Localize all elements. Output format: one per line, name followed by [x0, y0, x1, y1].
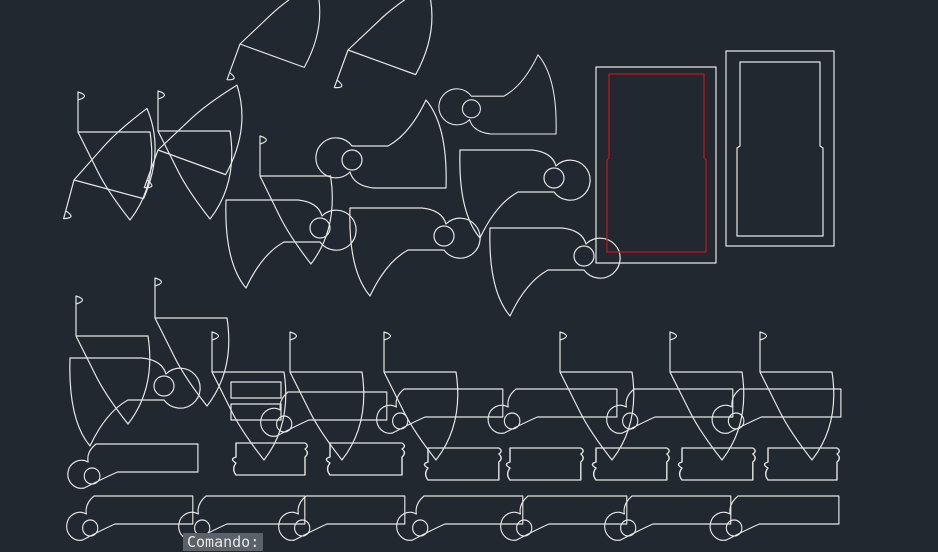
sector-part[interactable] — [289, 331, 365, 461]
bracket-part[interactable] — [487, 388, 618, 434]
bracket-part[interactable] — [66, 495, 194, 541]
sector-part[interactable] — [333, 0, 449, 114]
bracket-part[interactable] — [500, 495, 628, 541]
lug-part[interactable] — [459, 149, 591, 239]
slot-part[interactable] — [423, 447, 502, 481]
lug-part[interactable] — [225, 199, 357, 289]
bracket-part[interactable] — [711, 388, 842, 434]
bracket-part[interactable] — [67, 443, 199, 489]
sector-part[interactable] — [75, 295, 151, 425]
lug-part[interactable] — [349, 207, 481, 297]
slot-part[interactable] — [231, 442, 308, 476]
lug-part[interactable] — [69, 357, 201, 447]
slot-part[interactable] — [763, 447, 840, 481]
command-prompt[interactable]: Comando: — [183, 533, 264, 551]
slot-part[interactable] — [591, 447, 670, 481]
lug-part[interactable] — [489, 227, 621, 317]
bracket-part[interactable] — [396, 495, 524, 541]
slot-part[interactable] — [505, 447, 584, 481]
lug-part[interactable] — [315, 99, 447, 189]
sector-part[interactable] — [77, 91, 153, 221]
small-rect-part[interactable] — [230, 403, 282, 421]
frame-part-selected[interactable] — [595, 66, 717, 264]
sector-part[interactable] — [226, 0, 336, 105]
bracket-part[interactable] — [278, 495, 406, 541]
bracket-part[interactable] — [260, 391, 388, 437]
slot-part[interactable] — [325, 442, 406, 476]
sector-part[interactable] — [759, 331, 835, 461]
small-rect-part[interactable] — [230, 381, 282, 399]
sector-part[interactable] — [559, 331, 635, 461]
frame-part[interactable] — [725, 50, 835, 247]
sector-part[interactable] — [211, 331, 287, 461]
bracket-part[interactable] — [709, 495, 840, 541]
sector-part[interactable] — [154, 277, 230, 407]
sector-part[interactable] — [143, 66, 259, 214]
sector-part[interactable] — [157, 90, 233, 220]
lug-part[interactable] — [438, 54, 557, 135]
sector-part[interactable] — [383, 331, 459, 461]
